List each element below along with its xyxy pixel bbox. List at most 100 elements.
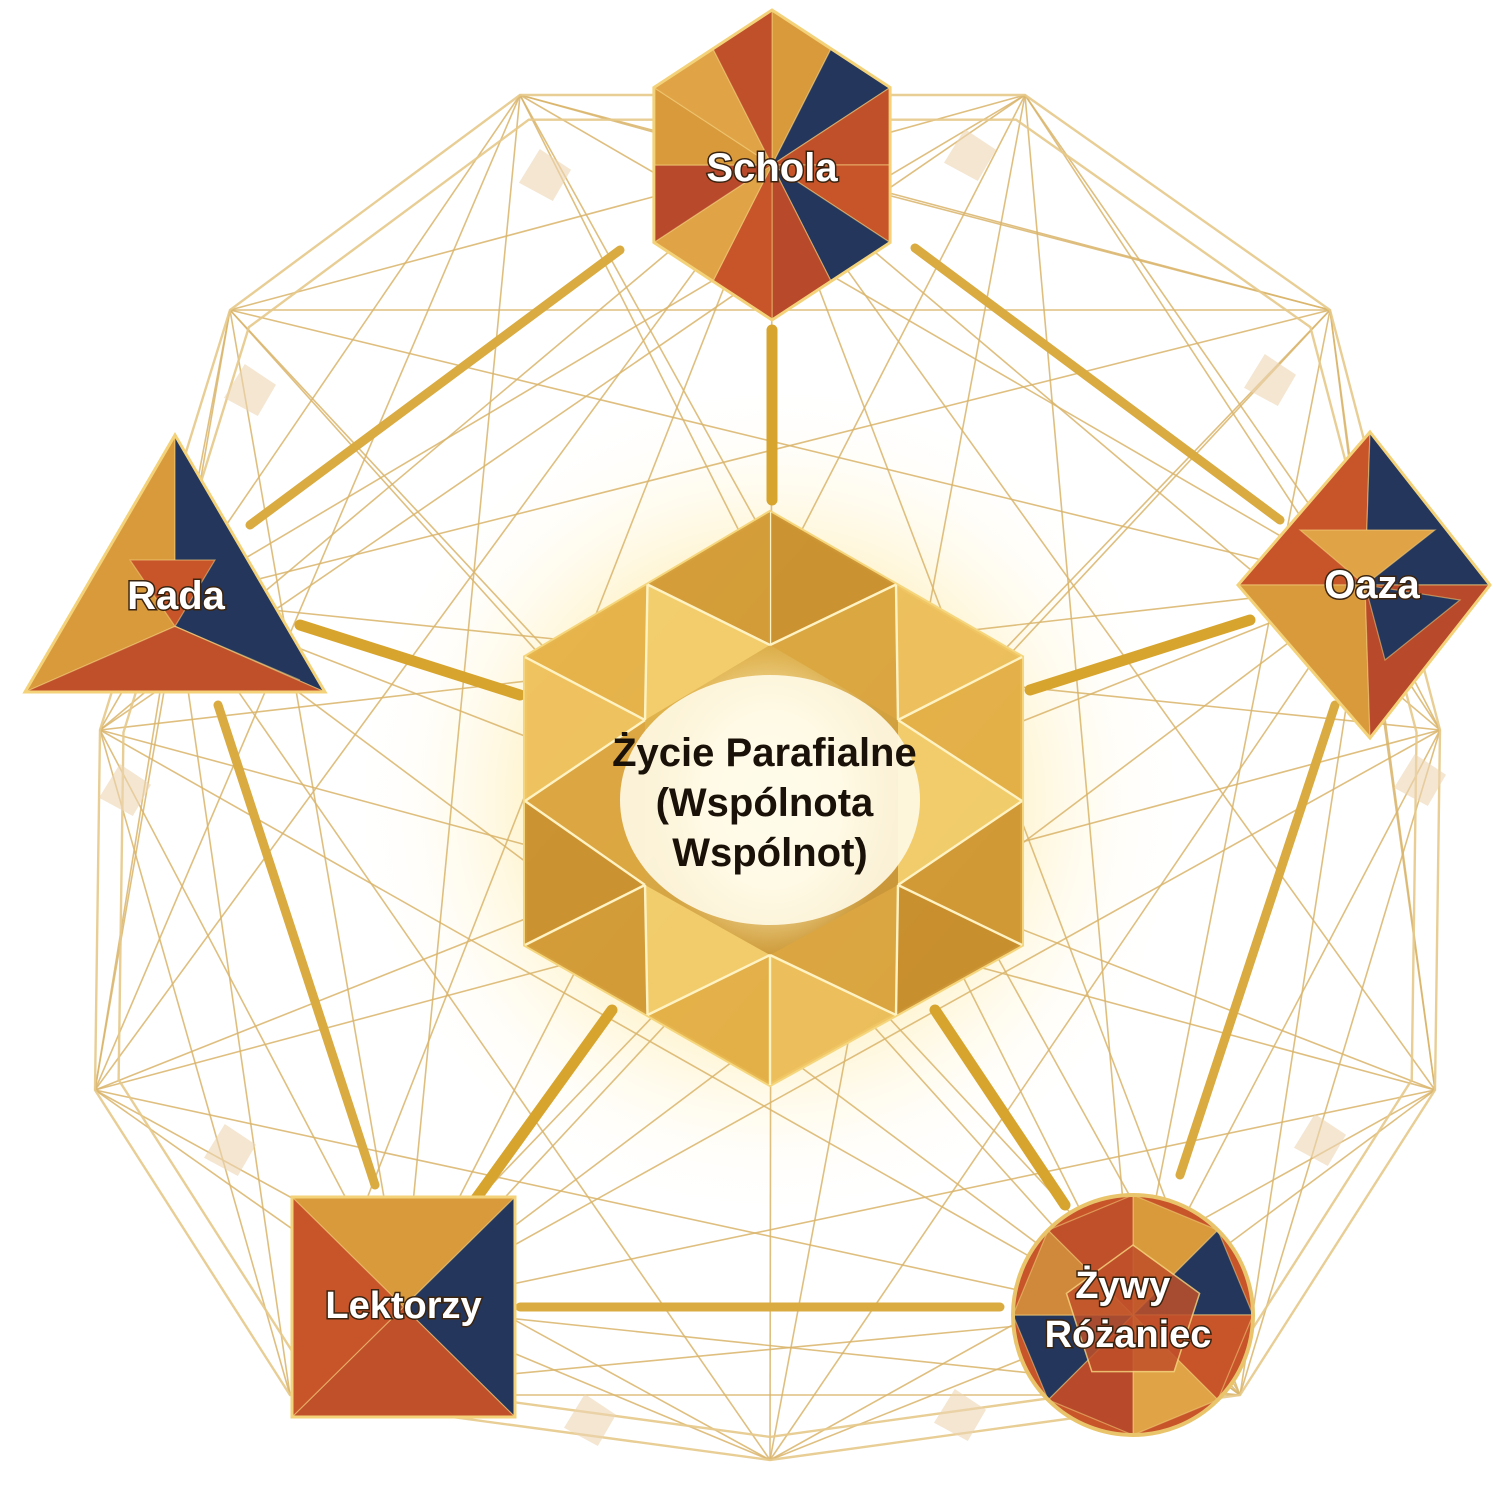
web-line-31	[94, 1089, 1134, 1316]
schola-label-text: Schola	[706, 146, 838, 190]
center-facet-line-b-5	[524, 800, 646, 886]
center-facet-line-b-1	[769, 583, 897, 647]
ring-chip-4	[1394, 754, 1446, 806]
spoke-5	[294, 619, 526, 701]
center-facet-c-6	[645, 584, 770, 720]
zywy-rozaniec-label-line-2: Różaniec	[1045, 1314, 1212, 1356]
center-facet-c-5	[525, 720, 645, 885]
schola-label: Schola	[706, 146, 838, 190]
center-facet-line-b-4	[646, 953, 771, 1017]
web-line-51	[174, 599, 771, 1461]
web-line-25	[1132, 309, 1331, 1316]
schola-outline	[652, 8, 892, 322]
center-facet-line-c-5	[524, 719, 646, 802]
center-spokes	[294, 324, 1256, 1211]
center-facet-c-2	[898, 720, 1022, 885]
edge-1	[245, 245, 625, 530]
zywy-rozaniec-circle-gem	[1011, 1193, 1255, 1437]
edge-5	[213, 700, 380, 1190]
node-lektorzy: Lektorzy	[290, 1195, 517, 1419]
web-line-56	[519, 94, 1331, 311]
lektorzy-outline	[290, 1195, 517, 1419]
web-line-58	[94, 94, 521, 1091]
oaza-label: Oaza	[1324, 563, 1420, 607]
ring-chip-2	[944, 129, 996, 181]
rada-triangle-gem	[22, 432, 328, 694]
center-facet-line-a-6	[524, 655, 646, 722]
center-facet-c-3	[770, 885, 898, 1015]
lektorzy-label-text: Lektorzy	[325, 1285, 481, 1327]
center-facet-b-6	[647, 512, 770, 645]
web-line-24	[1024, 94, 1134, 1316]
web-line-37	[402, 729, 1441, 1308]
node-rada: Rada	[22, 432, 328, 694]
lektorzy-square-gem	[290, 1195, 517, 1419]
oaza-diamond-gem	[1236, 429, 1492, 741]
ring-chip-10	[224, 364, 276, 416]
center-facet-line-c-3	[769, 953, 897, 1017]
center-gem	[523, 509, 1024, 1088]
ring-decorations	[99, 129, 1446, 1446]
rozaniec-pentagon	[1065, 1244, 1201, 1373]
center-light	[620, 675, 920, 925]
oaza-outline	[1236, 429, 1492, 741]
oaza-facet-5	[1298, 529, 1437, 586]
schola-hexagon-gem	[652, 8, 892, 322]
web-line-5	[771, 164, 1436, 1091]
center-facet-line-a-5	[524, 883, 646, 947]
center-facet-line-b-2	[897, 718, 1023, 803]
web-line-18	[769, 584, 1366, 1461]
spoke-4	[469, 1004, 618, 1206]
rada-label-text: Rada	[127, 574, 226, 618]
center-facet-line-b-6	[643, 584, 649, 721]
ring-chip-5	[1294, 1114, 1346, 1166]
web-line-22	[229, 309, 1366, 586]
center-facet-a-6	[525, 584, 648, 720]
center-facet-a-4	[647, 955, 770, 1085]
zywy-rozaniec-label: Żywy Różaniec	[1045, 1265, 1212, 1356]
web-line-34	[402, 94, 521, 1308]
ring-chip-7	[564, 1394, 616, 1446]
center-facet-c-4	[645, 885, 770, 1015]
center-facet-line-a-2	[897, 655, 1023, 722]
rada-outline	[22, 432, 328, 694]
spoke-3	[929, 1004, 1071, 1211]
center-facet-a-2	[898, 657, 1022, 801]
center-label-line-1: Życie Parafialne	[612, 731, 917, 775]
lektorzy-label: Lektorzy	[325, 1285, 481, 1327]
node-schola: Schola	[652, 8, 892, 322]
zywy-rozaniec-label-line-1: Żywy	[1075, 1265, 1170, 1307]
ring-chip-3	[1244, 354, 1296, 406]
center-facet-a-3	[896, 885, 1022, 1015]
web-line-47	[174, 309, 1331, 601]
center-facet-line-b-3	[894, 884, 900, 1016]
web-line-45	[174, 94, 521, 601]
ring-chip-6	[934, 1389, 986, 1441]
oaza-facet-6	[1364, 584, 1462, 662]
center-facet-b-4	[525, 885, 648, 1015]
center-facet-b-5	[525, 657, 645, 801]
center-facet-b-2	[898, 801, 1022, 945]
center-label-line-2: (Wspólnota	[656, 781, 874, 825]
ring-chip-1	[519, 149, 571, 201]
center-label: Życie Parafialne (Wspólnota Wspólnot)	[612, 731, 928, 875]
center-facet-a-1	[770, 512, 896, 645]
rada-label: Rada	[127, 574, 226, 618]
web-line-52	[174, 599, 291, 1396]
center-facet-b-3	[770, 955, 896, 1085]
center-facet-line-c-6	[646, 583, 771, 647]
web-line-32	[99, 729, 1134, 1316]
edge-2	[910, 243, 1285, 525]
rozaniec-rim	[1011, 1193, 1255, 1437]
web-line-73	[94, 309, 231, 1091]
thin-network-lines	[94, 94, 1441, 1461]
web-line-72	[99, 729, 291, 1396]
center-facet-line-c-4	[643, 884, 649, 1016]
center-facet-line-c-2	[897, 800, 1023, 886]
edge-3	[1175, 700, 1340, 1180]
rada-facet-4	[128, 559, 217, 628]
web-line-38	[402, 1089, 1436, 1308]
center-label-line-3: Wspólnot)	[672, 831, 868, 875]
center-facet-line-c-1	[894, 584, 900, 721]
